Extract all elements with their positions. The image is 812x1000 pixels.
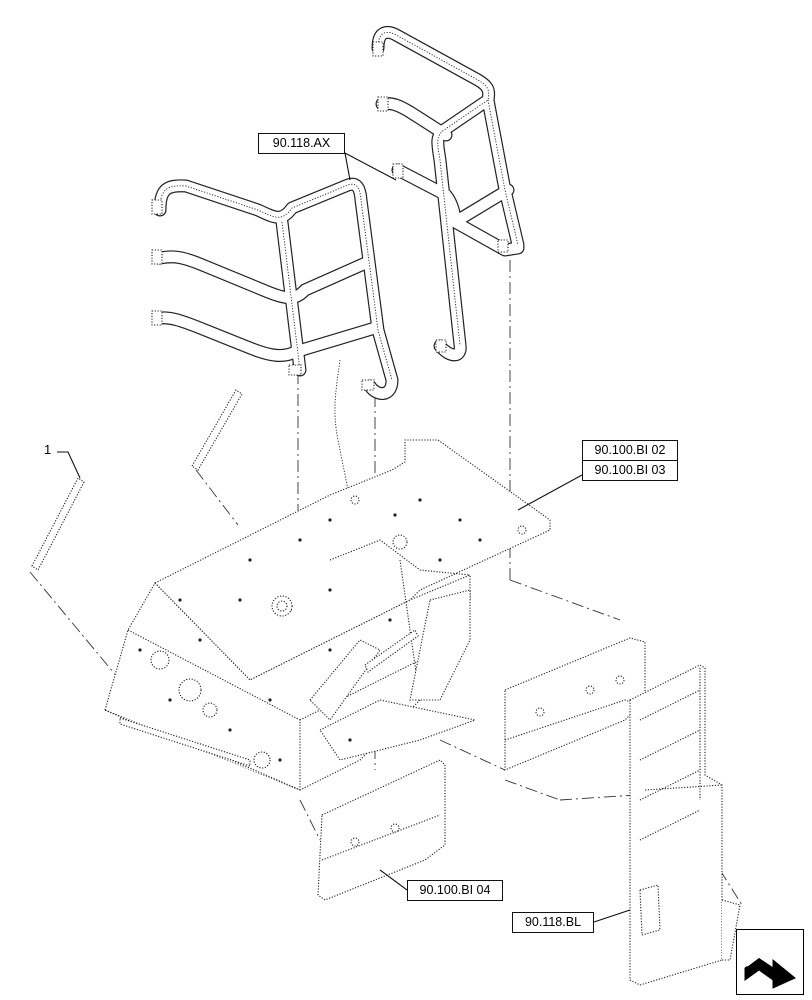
- step-panel-lower: [317, 759, 446, 901]
- step-panel-right: [504, 637, 646, 771]
- callout-90-118-bl[interactable]: 90.118.BL: [512, 912, 594, 933]
- frame-assembly: [104, 539, 477, 791]
- callout-90-118-ax[interactable]: 90.118.AX: [258, 133, 345, 154]
- handrail-right: [371, 25, 525, 362]
- callout-1[interactable]: 1: [44, 442, 52, 457]
- callout-90-100-bi-04[interactable]: 90.100.BI 04: [407, 880, 503, 901]
- ladder-assembly: [629, 664, 741, 986]
- hose: [334, 359, 351, 501]
- callout-90-100-bi-03[interactable]: 90.100.BI 03: [582, 460, 678, 481]
- callout-90-100-bi-02[interactable]: 90.100.BI 02: [582, 440, 678, 461]
- next-page-arrow-icon[interactable]: [736, 929, 804, 995]
- arrow-glyph: [744, 956, 796, 989]
- handrail-left: [151, 177, 399, 400]
- shim-strips: [31, 389, 243, 571]
- leader-lines: [57, 152, 631, 923]
